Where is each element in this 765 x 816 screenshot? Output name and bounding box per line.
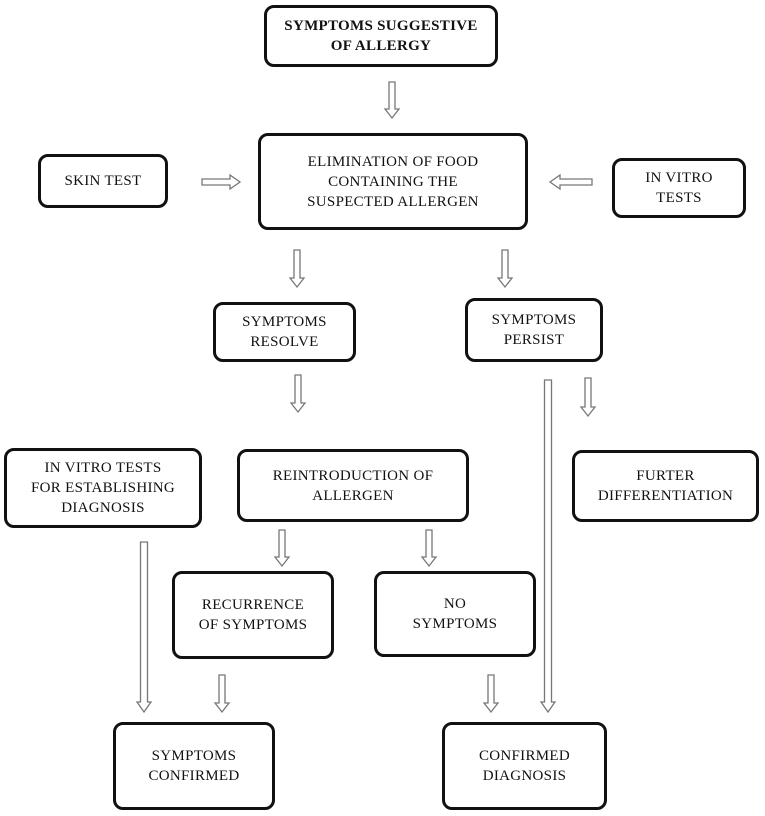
node-elimination: ELIMINATION OF FOOD CONTAINING THE SUSPE… xyxy=(258,133,528,230)
arrow-reintroduction-to-no-symptoms xyxy=(420,529,438,568)
node-reintroduction: REINTRODUCTION OF ALLERGEN xyxy=(237,449,469,522)
arrow-in-vitro-to-elimination xyxy=(548,173,593,191)
arrow-recurrence-to-confirmed xyxy=(213,674,231,714)
node-symptoms-confirmed: SYMPTOMS CONFIRMED xyxy=(113,722,275,810)
arrow-elimination-to-resolve xyxy=(288,249,306,289)
node-confirmed-diagnosis: CONFIRMED DIAGNOSIS xyxy=(442,722,607,810)
node-in-vitro-diagnosis: IN VITRO TESTS FOR ESTABLISHING DIAGNOSI… xyxy=(4,448,202,528)
node-in-vitro-tests: IN VITRO TESTS xyxy=(612,158,746,218)
arrow-reintroduction-to-recurrence xyxy=(273,529,291,568)
node-symptoms-suggestive: SYMPTOMS SUGGESTIVE OF ALLERGY xyxy=(264,5,498,67)
arrow-resolve-to-reintroduction xyxy=(289,374,307,414)
arrow-persist-to-confirmed-diagnosis xyxy=(539,379,557,714)
arrow-elimination-to-persist xyxy=(496,249,514,289)
node-skin-test: SKIN TEST xyxy=(38,154,168,208)
node-recurrence: RECURRENCE OF SYMPTOMS xyxy=(172,571,334,659)
arrow-skin-test-to-elimination xyxy=(201,173,242,191)
node-no-symptoms: NO SYMPTOMS xyxy=(374,571,536,657)
arrow-persist-to-differentiation xyxy=(579,377,597,418)
node-symptoms-persist: SYMPTOMS PERSIST xyxy=(465,298,603,362)
node-further-differentiation: FURTER DIFFERENTIATION xyxy=(572,450,759,522)
node-symptoms-resolve: SYMPTOMS RESOLVE xyxy=(213,302,356,362)
arrow-invitro-diagnosis-to-confirmed xyxy=(135,541,153,714)
arrow-no-symptoms-to-confirmed-diagnosis xyxy=(482,674,500,714)
arrow-suggestive-to-elimination xyxy=(383,81,401,120)
